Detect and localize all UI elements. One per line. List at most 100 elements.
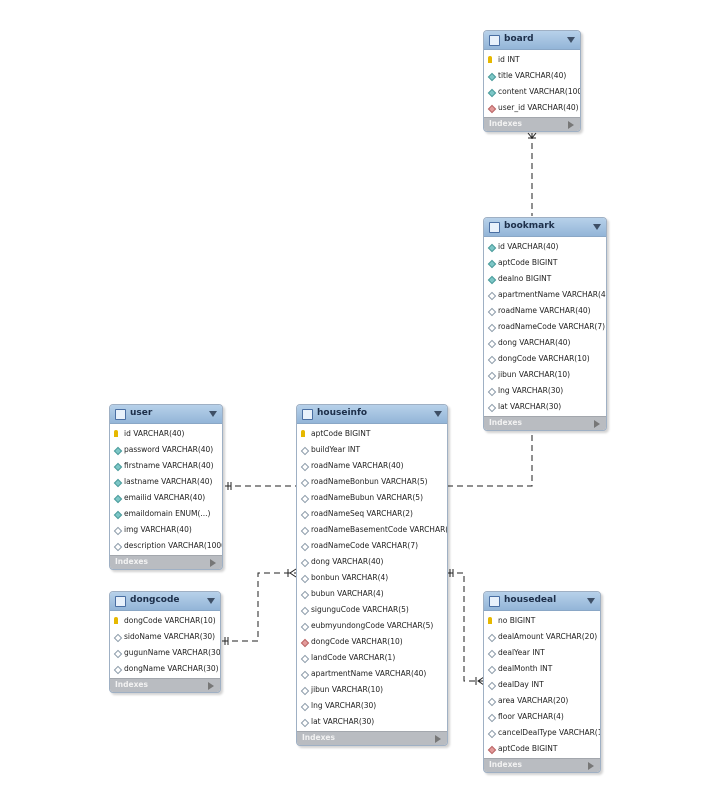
table-header[interactable]: dongcode (110, 592, 220, 611)
column-icon (300, 494, 310, 504)
collapse-arrow-icon[interactable] (207, 598, 215, 604)
column-row[interactable]: id VARCHAR(40) (484, 239, 606, 255)
collapse-arrow-icon[interactable] (567, 37, 575, 43)
table-header[interactable]: housedeal (484, 592, 600, 611)
column-row[interactable]: dealno BIGINT (484, 271, 606, 287)
column-label: apartmentName VARCHAR(40) (311, 669, 427, 678)
indexes-section[interactable]: Indexes (484, 416, 606, 430)
column-row[interactable]: cancelDealType VARCHAR(1) (484, 725, 600, 741)
column-row[interactable]: dongCode VARCHAR(10) (484, 351, 606, 367)
indexes-section[interactable]: Indexes (484, 117, 580, 131)
column-row[interactable]: buildYear INT (297, 442, 447, 458)
collapse-arrow-icon[interactable] (209, 411, 217, 417)
expand-arrow-icon[interactable] (435, 735, 441, 743)
column-row[interactable]: dealAmount VARCHAR(20) (484, 629, 600, 645)
column-row[interactable]: bonbun VARCHAR(4) (297, 570, 447, 586)
column-row[interactable]: emailid VARCHAR(40) (110, 490, 222, 506)
column-row[interactable]: lastname VARCHAR(40) (110, 474, 222, 490)
table-header[interactable]: bookmark (484, 218, 606, 237)
column-row[interactable]: landCode VARCHAR(1) (297, 650, 447, 666)
column-row[interactable]: user_id VARCHAR(40) (484, 100, 580, 116)
column-row[interactable]: apartmentName VARCHAR(40) (484, 287, 606, 303)
collapse-arrow-icon[interactable] (593, 224, 601, 230)
column-row[interactable]: roadNameCode VARCHAR(7) (297, 538, 447, 554)
column-row[interactable]: roadNameSeq VARCHAR(2) (297, 506, 447, 522)
column-row[interactable]: eubmyundongCode VARCHAR(5) (297, 618, 447, 634)
column-row[interactable]: roadName VARCHAR(40) (297, 458, 447, 474)
column-row[interactable]: content VARCHAR(100) (484, 84, 580, 100)
foreign-key-icon (300, 638, 310, 648)
column-row[interactable]: emaildomain ENUM(...) (110, 506, 222, 522)
column-row[interactable]: description VARCHAR(1000) (110, 538, 222, 554)
column-label: dealYear INT (498, 648, 545, 657)
column-row[interactable]: no BIGINT (484, 613, 600, 629)
column-row[interactable]: lat VARCHAR(30) (484, 399, 606, 415)
column-icon (300, 590, 310, 600)
column-row[interactable]: img VARCHAR(40) (110, 522, 222, 538)
column-row[interactable]: aptCode BIGINT (484, 741, 600, 757)
column-icon (300, 478, 310, 488)
column-row[interactable]: floor VARCHAR(4) (484, 709, 600, 725)
expand-arrow-icon[interactable] (568, 121, 574, 129)
column-row[interactable]: lng VARCHAR(30) (484, 383, 606, 399)
column-row[interactable]: dealYear INT (484, 645, 600, 661)
column-row[interactable]: roadNameBasementCode VARCHAR(1) (297, 522, 447, 538)
column-row[interactable]: dong VARCHAR(40) (484, 335, 606, 351)
column-row[interactable]: dong VARCHAR(40) (297, 554, 447, 570)
column-row[interactable]: sidoName VARCHAR(30) (110, 629, 220, 645)
column-label: lastname VARCHAR(40) (124, 477, 213, 486)
table-houseinfo[interactable]: houseinfo aptCode BIGINT buildYear INT road… (296, 404, 448, 746)
column-label: floor VARCHAR(4) (498, 712, 564, 721)
column-row[interactable]: roadNameCode VARCHAR(7) (484, 319, 606, 335)
expand-arrow-icon[interactable] (594, 420, 600, 428)
column-row[interactable]: gugunName VARCHAR(30) (110, 645, 220, 661)
column-row[interactable]: dongCode VARCHAR(10) (110, 613, 220, 629)
column-row[interactable]: id INT (484, 52, 580, 68)
column-row[interactable]: jibun VARCHAR(10) (297, 682, 447, 698)
column-row[interactable]: roadNameBubun VARCHAR(5) (297, 490, 447, 506)
expand-arrow-icon[interactable] (588, 762, 594, 770)
column-row[interactable]: jibun VARCHAR(10) (484, 367, 606, 383)
indexes-section[interactable]: Indexes (110, 678, 220, 692)
column-label: sidoName VARCHAR(30) (124, 632, 216, 641)
column-row[interactable]: apartmentName VARCHAR(40) (297, 666, 447, 682)
column-row[interactable]: dealMonth INT (484, 661, 600, 677)
column-row[interactable]: roadName VARCHAR(40) (484, 303, 606, 319)
table-user[interactable]: user id VARCHAR(40)password VARCHAR(40)fi… (109, 404, 223, 570)
column-row[interactable]: aptCode BIGINT (297, 426, 447, 442)
expand-arrow-icon[interactable] (210, 559, 216, 567)
column-row[interactable]: dealDay INT (484, 677, 600, 693)
expand-arrow-icon[interactable] (208, 682, 214, 690)
indexes-section[interactable]: Indexes (110, 555, 222, 569)
column-row[interactable]: sigunguCode VARCHAR(5) (297, 602, 447, 618)
column-label: buildYear INT (311, 445, 361, 454)
column-row[interactable]: aptCode BIGINT (484, 255, 606, 271)
primary-key-icon (301, 430, 305, 437)
column-row[interactable]: bubun VARCHAR(4) (297, 586, 447, 602)
indexes-label: Indexes (115, 680, 148, 689)
column-row[interactable]: roadNameBonbun VARCHAR(5) (297, 474, 447, 490)
column-row[interactable]: lat VARCHAR(30) (297, 714, 447, 730)
column-row[interactable]: id VARCHAR(40) (110, 426, 222, 442)
table-header[interactable]: houseinfo (297, 405, 447, 424)
column-row[interactable]: lng VARCHAR(30) (297, 698, 447, 714)
column-row[interactable]: dongName VARCHAR(30) (110, 661, 220, 677)
not-null-column-icon (113, 494, 123, 504)
indexes-section[interactable]: Indexes (297, 731, 447, 745)
collapse-arrow-icon[interactable] (587, 598, 595, 604)
column-row[interactable]: title VARCHAR(40) (484, 68, 580, 84)
table-header[interactable]: user (110, 405, 222, 424)
column-icon (487, 665, 497, 675)
column-row[interactable]: firstname VARCHAR(40) (110, 458, 222, 474)
column-row[interactable]: dongCode VARCHAR(10) (297, 634, 447, 650)
column-row[interactable]: password VARCHAR(40) (110, 442, 222, 458)
collapse-arrow-icon[interactable] (434, 411, 442, 417)
indexes-section[interactable]: Indexes (484, 758, 600, 772)
table-dongcode[interactable]: dongcode dongCode VARCHAR(10) sidoName VAR… (109, 591, 221, 693)
column-row[interactable]: area VARCHAR(20) (484, 693, 600, 709)
primary-key-icon (488, 56, 492, 63)
table-header[interactable]: board (484, 31, 580, 50)
